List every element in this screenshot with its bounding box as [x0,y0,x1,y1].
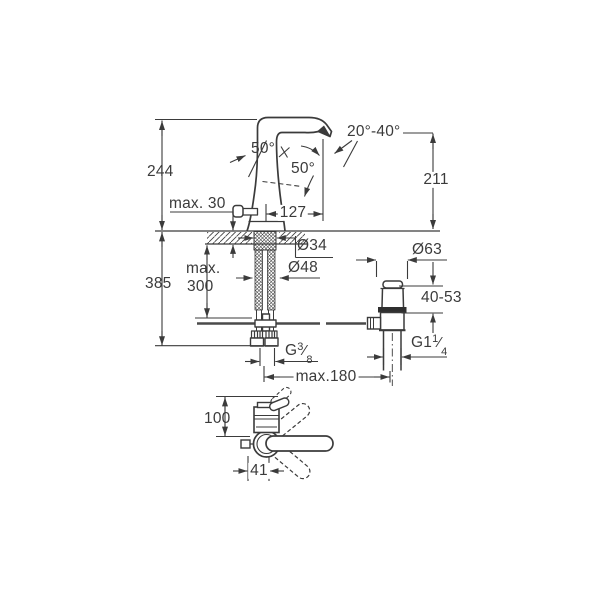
faucet-shank [253,231,277,251]
supply-thread-denominator: 8 [306,354,313,367]
waste-seal-ring [378,307,407,313]
dim-rod-distance: max.180 [293,367,359,386]
waste-body [379,311,405,331]
swivel-arc-arrow [300,145,320,156]
lever-swing-dashed [262,180,303,188]
dim-outlet-angle-range: 20°-40° [347,123,401,140]
supply-thread-slash: ⁄ [303,342,307,359]
faucet-body-outline [246,116,333,232]
dim-waste-deck-range: 40-53 [421,289,462,306]
dim-top-view-offset: 41 [248,461,270,480]
faucet-top-view [240,386,334,480]
waste-thread-numerator: 1 [432,332,439,345]
dim-shank-diameter: Ø34 [297,237,327,254]
dim-waste-thread: G11⁄4 [411,332,447,357]
dim-below-deck: 385 [145,275,172,292]
angle-arrow-upper [229,154,246,164]
dimension-lines [155,118,447,481]
spout-tip [317,125,331,137]
dim-deck-thickness: max. 30 [169,195,226,212]
lever-solid [265,435,334,452]
pull-rod-knob [241,207,259,216]
dim-top-view-depth: 100 [204,410,231,427]
dim-lever-angle-upper: 50° [251,140,276,157]
waste-assembly [366,280,407,386]
lever-axis-tick [248,140,267,178]
dim-hole-diameter: Ø48 [288,259,318,276]
top-view-knob [240,439,251,449]
supply-hose-right [267,249,276,311]
faucet-front-view [197,116,366,347]
angle-arc-lower [303,175,314,197]
dim-hose-length-value: 300 [187,278,214,295]
waste-thread-denominator: 4 [441,346,448,359]
dim-spout-reach: 127 [277,203,309,222]
dim-waste-flange-diameter: Ø63 [412,241,442,258]
top-view-body [253,406,280,434]
dim-supply-thread: G3⁄8 [285,340,313,365]
outlet-angle-leader [334,140,353,154]
supply-hose-left [254,249,263,311]
waste-cap [382,280,404,289]
dim-total-height: 244 [147,163,174,180]
supply-thread-numerator: 3 [297,340,304,353]
dim-outlet-height: 211 [421,170,451,189]
dim-lever-angle-lower: 50° [291,160,316,177]
waste-thread-prefix: G1 [411,334,433,351]
lever-tip-solid [269,397,290,412]
supply-connectors [249,330,279,347]
waste-thread-slash: ⁄ [438,334,442,351]
dim-hose-length-max: max. [186,260,221,277]
supply-thread-prefix: G [285,342,298,359]
lever-dashed-up [267,402,311,441]
